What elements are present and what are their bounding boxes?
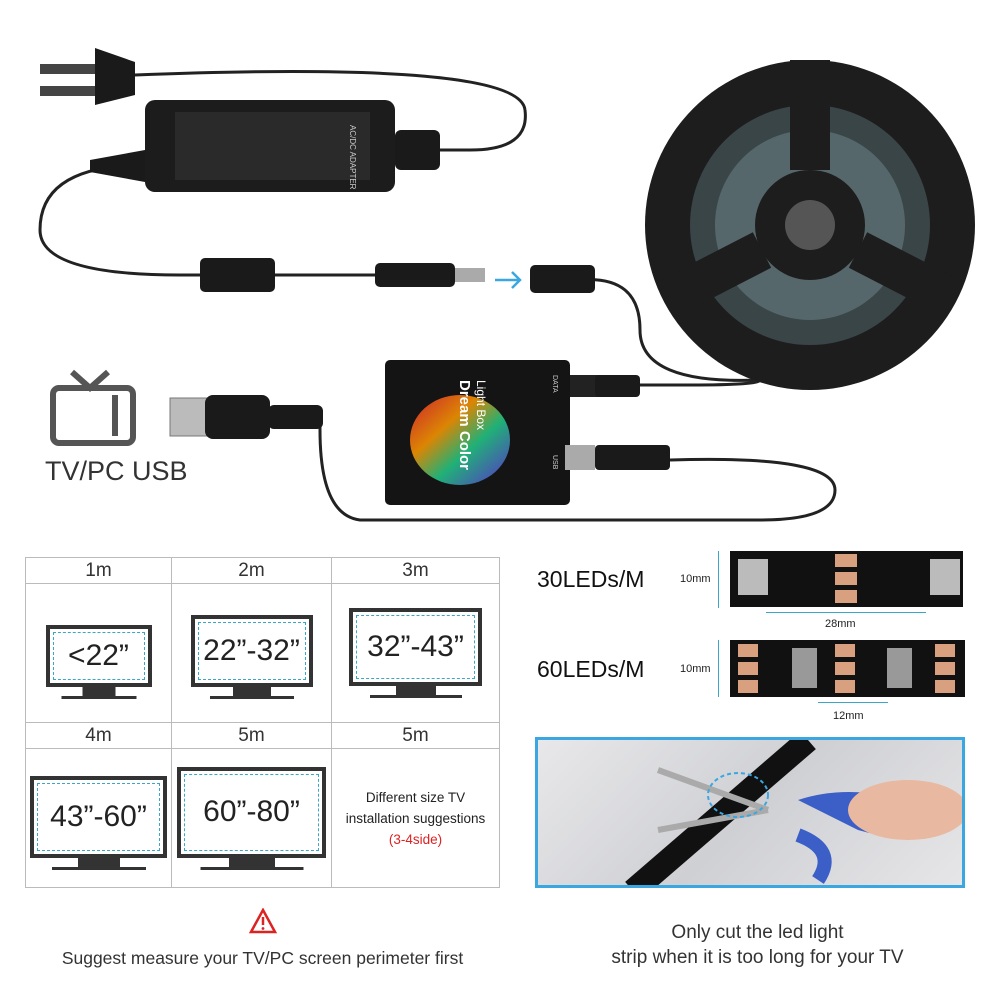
led-strip-30 bbox=[730, 551, 963, 607]
cutting-photo bbox=[535, 737, 965, 888]
led-strip-60 bbox=[730, 640, 965, 697]
arrow-right-icon bbox=[495, 271, 522, 289]
tv-size-cell: 43”-60” bbox=[25, 748, 172, 888]
data-port bbox=[570, 375, 600, 397]
tv-size-cell: 60”-80” bbox=[171, 748, 332, 888]
strip-width-60: 10mm bbox=[680, 663, 711, 675]
lightbox-subtitle: Dream Color bbox=[456, 380, 473, 470]
spacing-60: 12mm bbox=[833, 710, 864, 722]
product-illustration: AC/DC ADAPTER Light Box Dream Color D bbox=[38, 48, 975, 522]
installation-note: Different size TV installation suggestio… bbox=[331, 748, 500, 888]
length-cell: 4m bbox=[25, 722, 172, 749]
length-cell: 5m bbox=[331, 722, 500, 749]
power-adapter: AC/DC ADAPTER bbox=[90, 100, 440, 192]
ferrite-core bbox=[200, 258, 275, 292]
usb-port bbox=[565, 445, 595, 470]
tv-size-cell: 32”-43” bbox=[331, 583, 500, 723]
lightbox-title: Light Box bbox=[474, 380, 488, 430]
strip-cable bbox=[579, 278, 761, 382]
ac-cable bbox=[134, 70, 527, 152]
cut-caption-line2: strip when it is too long for your TV bbox=[611, 947, 904, 968]
dc-cable bbox=[38, 163, 380, 277]
usb-plug-icon bbox=[169, 395, 323, 439]
length-cell: 2m bbox=[171, 557, 332, 584]
tv-size-cell: 22”-32” bbox=[171, 583, 332, 723]
length-cell: 3m bbox=[331, 557, 500, 584]
eu-plug-icon bbox=[40, 48, 135, 105]
dc-female-connector bbox=[530, 265, 595, 293]
spacing-30: 28mm bbox=[825, 618, 856, 630]
led-density-60: 60LEDs/M bbox=[537, 656, 645, 682]
adapter-label: AC/DC ADAPTER bbox=[348, 125, 357, 190]
port-usb-label: USB bbox=[551, 455, 558, 470]
led-density-30: 30LEDs/M bbox=[537, 566, 645, 592]
warning-triangle-icon bbox=[249, 908, 277, 934]
usb-cable bbox=[318, 415, 837, 522]
tv-pc-usb-label: TV/PC USB bbox=[45, 456, 188, 486]
dc-male-connector bbox=[375, 263, 485, 287]
led-reel-icon bbox=[645, 60, 975, 390]
length-cell: 1m bbox=[25, 557, 172, 584]
tv-icon bbox=[50, 369, 136, 446]
length-cell: 5m bbox=[171, 722, 332, 749]
cut-caption-line1: Only cut the led light bbox=[671, 922, 844, 943]
tv-size-cell: <22” bbox=[25, 583, 172, 723]
port-data-label: DATA bbox=[551, 375, 558, 393]
light-box: Light Box Dream Color DATA USB bbox=[385, 360, 670, 505]
tv-size-table: 1m 2m 3m <22” 22”-32” 32”-43” 4m 5m 5m 4… bbox=[25, 557, 500, 888]
measure-caption: Suggest measure your TV/PC screen perime… bbox=[61, 948, 464, 968]
strip-width-30: 10mm bbox=[680, 573, 711, 585]
